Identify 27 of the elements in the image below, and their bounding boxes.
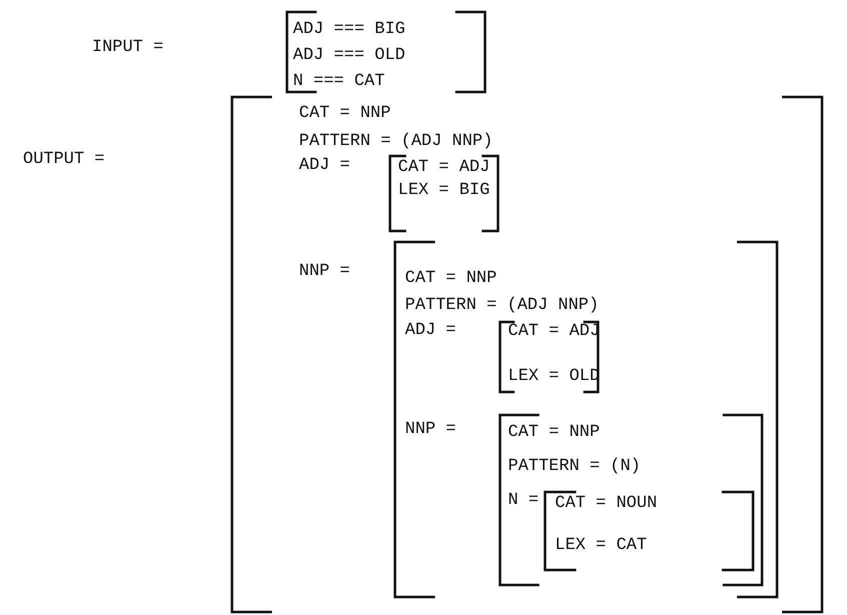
feature-text: N = — [508, 492, 539, 510]
feature-text: NNP = — [299, 263, 350, 281]
feature-matrix — [390, 156, 498, 231]
feature-text: ADJ === OLD — [293, 47, 406, 65]
structure-label: INPUT = — [92, 39, 164, 57]
feature-text: CAT = NNP — [508, 424, 600, 442]
feature-matrix — [395, 242, 777, 597]
feature-text: PATTERN = (N) — [508, 458, 641, 476]
feature-text: LEX = BIG — [398, 182, 490, 200]
feature-text: ADJ = — [405, 322, 456, 340]
feature-text: PATTERN = (ADJ NNP) — [405, 297, 599, 315]
feature-matrix — [545, 492, 753, 570]
feature-text: CAT = ADJ — [398, 159, 490, 177]
feature-matrix — [500, 415, 762, 585]
feature-matrix — [232, 97, 822, 612]
feature-text: N === CAT — [293, 73, 385, 91]
structure-label: OUTPUT = — [23, 151, 105, 169]
feature-matrix — [287, 12, 485, 92]
feature-text: CAT = NOUN — [555, 495, 658, 513]
feature-text: LEX = CAT — [555, 537, 647, 555]
feature-text: NNP = — [405, 421, 456, 439]
feature-text: CAT = NNP — [405, 270, 497, 288]
feature-matrix — [500, 322, 598, 392]
feature-text: CAT = NNP — [299, 105, 391, 123]
feature-text: PATTERN = (ADJ NNP) — [299, 133, 493, 151]
feature-text: ADJ === BIG — [293, 21, 406, 39]
feature-text: ADJ = — [299, 157, 350, 175]
